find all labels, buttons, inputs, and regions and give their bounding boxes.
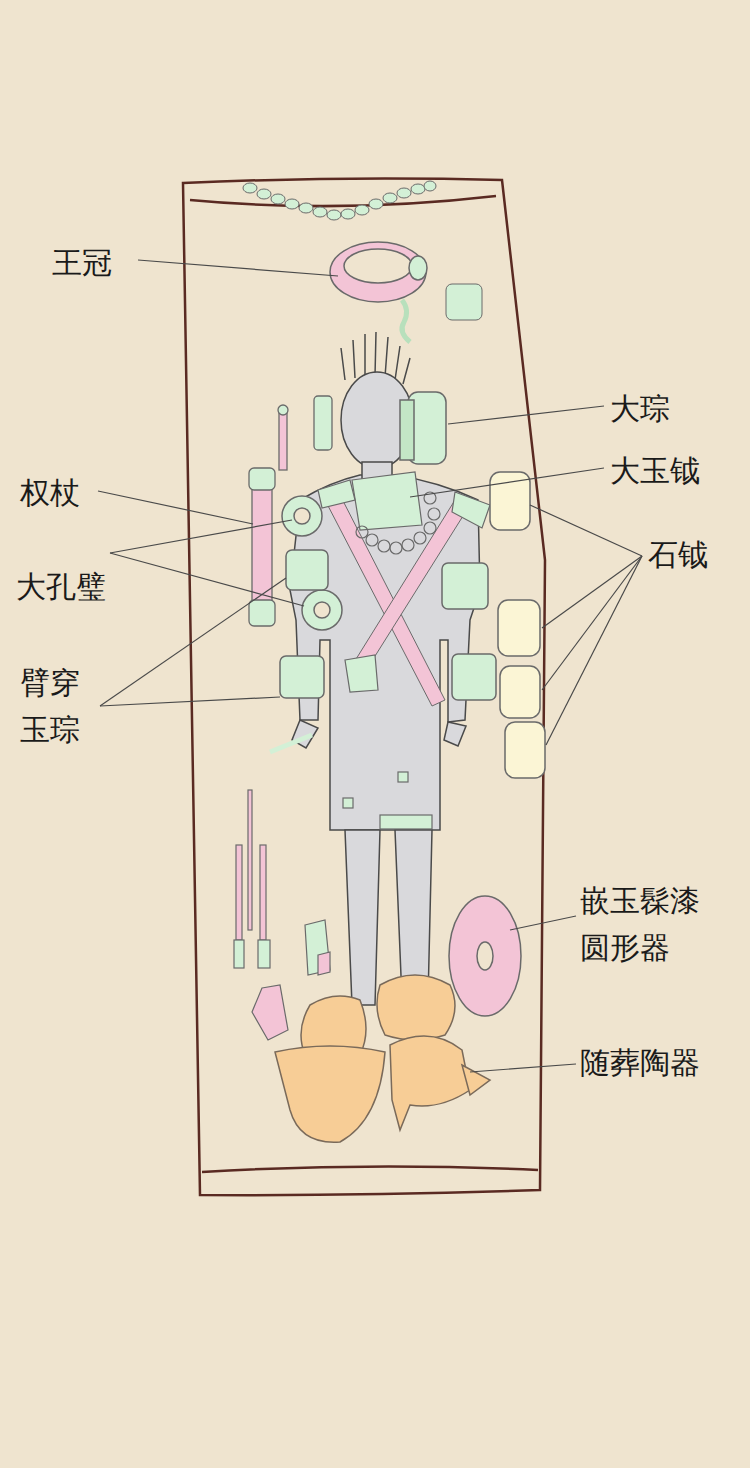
arm-congs: [280, 550, 496, 700]
pottery: [275, 975, 490, 1142]
stone-yue: [490, 472, 545, 778]
leader-lines: [98, 260, 642, 1072]
bead-string: [243, 181, 436, 220]
part-label: 嵌玉髹漆 圆形器: [580, 878, 712, 971]
bi-discs: [282, 496, 342, 630]
part-label: 大玉钺: [610, 448, 700, 495]
lacquer-disc: [449, 896, 521, 1016]
part-label: 随葬陶器: [580, 1040, 700, 1087]
coffin-outline: [183, 179, 545, 1196]
crown: [330, 242, 427, 342]
jade-plaque: [446, 284, 482, 320]
big-cong: [400, 392, 446, 464]
part-label: 权杖: [20, 470, 80, 517]
part-label: 臂穿 玉琮: [20, 660, 92, 753]
jade-ornaments: [270, 472, 490, 829]
part-label: 王冠: [52, 240, 112, 287]
part-label: 大孔璧: [16, 564, 106, 611]
part-label: 石钺: [648, 532, 708, 579]
part-label: 大琮: [610, 386, 670, 433]
